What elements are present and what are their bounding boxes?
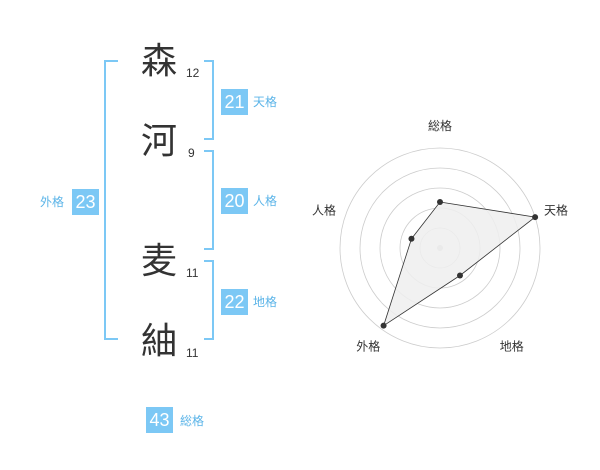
radar-point-5 [408, 235, 415, 242]
name-char-3: 麦 [141, 241, 178, 282]
stroke-count-3: 11 [186, 266, 199, 280]
gaikaku-label: 外格 [40, 195, 65, 209]
radar-ring [339, 147, 541, 349]
chikaku-value-badge: 22 [221, 289, 248, 315]
radar-point-3 [456, 272, 463, 279]
radar-point-4 [380, 322, 387, 329]
chikaku-bracket [204, 260, 214, 340]
name-char-1: 森 [141, 41, 178, 82]
radar-area [382, 201, 537, 327]
stroke-count-2: 9 [188, 146, 195, 160]
chikaku-label: 地格 [253, 295, 278, 309]
jinkaku-value-badge: 20 [221, 188, 248, 214]
name-char-4: 紬 [141, 321, 178, 362]
soukaku-label: 総格 [180, 414, 205, 428]
radar-axis-label: 外格 [356, 339, 380, 354]
jinkaku-bracket [204, 150, 214, 250]
radar-axis-label: 天格 [544, 202, 568, 217]
radar-ring [359, 167, 521, 329]
radar-axis-label: 総格 [428, 118, 452, 133]
jinkaku-label: 人格 [253, 194, 278, 208]
tenkaku-value-badge: 21 [221, 89, 248, 115]
tenkaku-bracket [204, 60, 214, 140]
radar-axis-label: 地格 [500, 339, 524, 354]
gaikaku-value-badge: 23 [72, 189, 99, 215]
stroke-count-4: 11 [186, 346, 199, 360]
gaikaku-bracket [104, 60, 118, 340]
radar-point-1 [437, 199, 443, 205]
tenkaku-label: 天格 [253, 95, 278, 109]
radar-point-2 [532, 214, 539, 221]
soukaku-value-badge: 43 [146, 407, 173, 433]
stroke-count-1: 12 [186, 66, 200, 80]
radar-ring [379, 187, 501, 309]
radar-axis-label: 人格 [312, 202, 336, 217]
name-char-2: 河 [141, 121, 178, 162]
